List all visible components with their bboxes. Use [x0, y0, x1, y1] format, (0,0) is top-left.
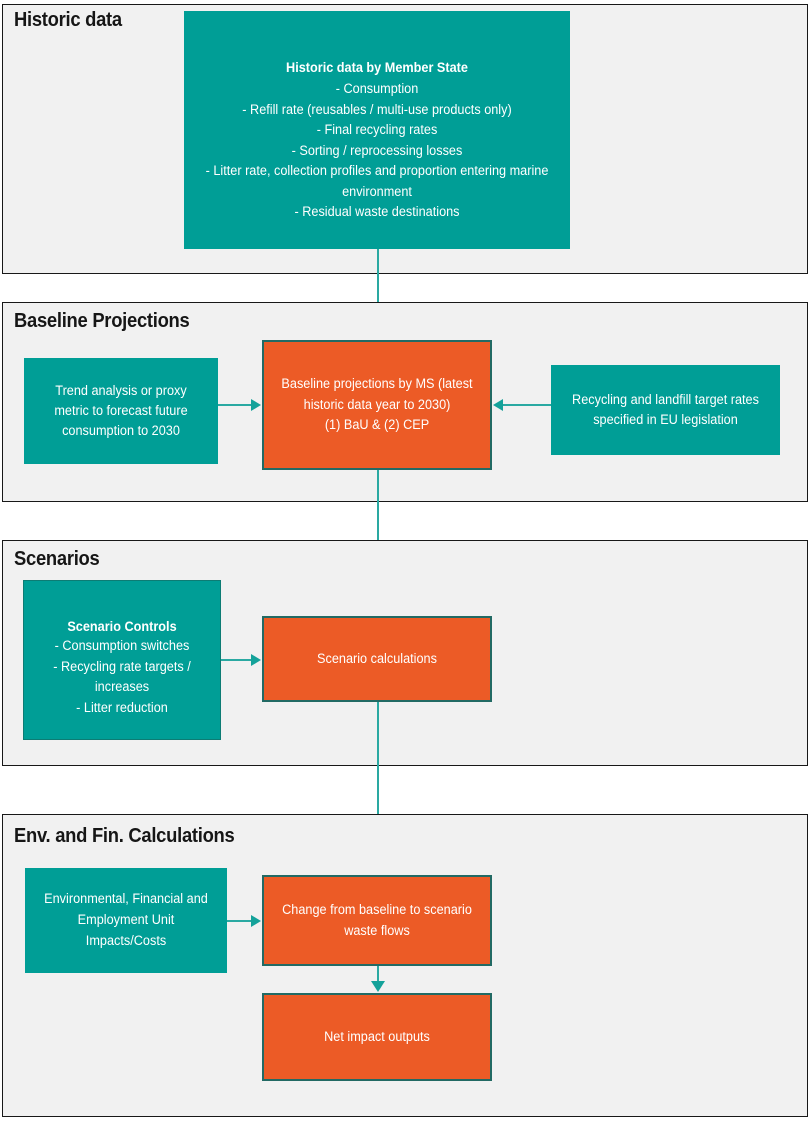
node-change-from-baseline: Change from baseline to scenario waste f… — [262, 875, 492, 966]
node-body: Trend analysis or proxy metric to foreca… — [54, 382, 188, 439]
node-scenario-calculations: Scenario calculations — [262, 616, 492, 702]
node-body: - Consumption switches - Recycling rate … — [53, 638, 191, 715]
connector-historic-to-baseline — [377, 249, 379, 334]
section-title-scenarios: Scenarios — [14, 548, 100, 570]
connector-change-to-net-impact-arrow — [371, 981, 385, 992]
node-scenario-controls: Scenario Controls - Consumption switches… — [23, 580, 221, 740]
node-body: Baseline projections by MS (latest histo… — [281, 376, 473, 433]
connector-unit-impacts-to-change-arrow — [251, 915, 261, 927]
node-body: Scenario calculations — [317, 651, 437, 667]
connector-eu-targets-to-baseline-arrow — [493, 399, 503, 411]
node-trend-analysis: Trend analysis or proxy metric to foreca… — [24, 358, 218, 464]
connector-trend-to-baseline — [218, 404, 252, 406]
section-title-baseline-projections: Baseline Projections — [14, 310, 190, 332]
connector-eu-targets-to-baseline — [503, 404, 551, 406]
connector-change-to-net-impact — [377, 966, 379, 986]
connector-controls-to-calculations-arrow — [251, 654, 261, 666]
node-body: Recycling and landfill target rates spec… — [572, 391, 759, 427]
section-title-historic-data: Historic data — [14, 9, 122, 31]
connector-unit-impacts-to-change — [227, 920, 252, 922]
connector-controls-to-calculations — [221, 659, 252, 661]
node-recycling-landfill-targets: Recycling and landfill target rates spec… — [551, 365, 780, 455]
node-unit-impacts-costs: Environmental, Financial and Employment … — [25, 868, 227, 973]
node-body: Net impact outputs — [324, 1029, 430, 1045]
node-baseline-projections-by-ms: Baseline projections by MS (latest histo… — [262, 340, 492, 470]
connector-scenarios-to-env-fin — [377, 702, 379, 867]
section-title-env-fin-calculations: Env. and Fin. Calculations — [14, 825, 235, 847]
node-body: - Consumption - Refill rate (reusables /… — [205, 81, 549, 220]
node-body: Change from baseline to scenario waste f… — [282, 901, 472, 938]
node-net-impact-outputs: Net impact outputs — [262, 993, 492, 1081]
node-heading: Scenario Controls — [67, 618, 177, 634]
node-historic-data-by-member-state: Historic data by Member State - Consumpt… — [184, 11, 570, 249]
node-body: Environmental, Financial and Employment … — [44, 891, 208, 948]
node-heading: Historic data by Member State — [286, 60, 468, 76]
connector-trend-to-baseline-arrow — [251, 399, 261, 411]
